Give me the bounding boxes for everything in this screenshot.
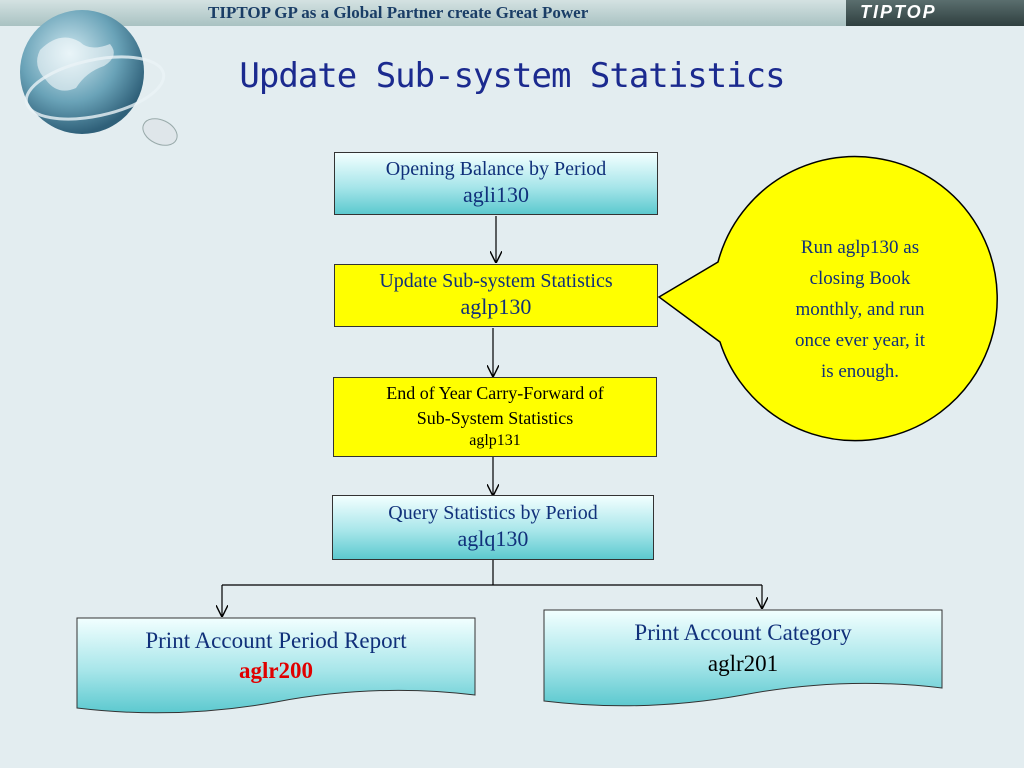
- node-label: Print Account Period Report: [145, 628, 407, 653]
- node-code: agli130: [463, 182, 529, 207]
- node-update-stats: Update Sub-system Statistics aglp130: [334, 264, 658, 327]
- brand-text: TIPTOP: [860, 2, 937, 22]
- callout-line: is enough.: [820, 361, 900, 382]
- node-label: Opening Balance by Period: [385, 158, 607, 180]
- node-print-period: Print Account Period Report aglr200: [77, 626, 475, 686]
- callout-balloon: [657, 155, 998, 442]
- node-label: Query Statistics by Period: [388, 502, 598, 524]
- header-tagline: TIPTOP GP as a Global Partner create Gre…: [208, 3, 589, 22]
- callout-text: Run aglp130 as closing Book monthly, and…: [760, 232, 960, 387]
- brand-logo: TIPTOP: [846, 0, 1024, 26]
- callout-line: monthly, and run: [795, 299, 925, 320]
- callout-line: once ever year, it: [794, 330, 926, 351]
- node-code: aglq130: [457, 526, 529, 551]
- node-code: aglr200: [238, 658, 314, 683]
- callout-line: closing Book: [809, 268, 911, 289]
- globe-logo-icon: [20, 10, 178, 146]
- page-title: Update Sub-system Statistics: [239, 56, 785, 96]
- node-print-category: Print Account Category aglr201: [544, 618, 942, 680]
- node-label-line2: Sub-System Statistics: [416, 408, 574, 428]
- node-code: aglp131: [469, 432, 521, 449]
- flag-shape-right: [543, 609, 943, 707]
- callout-line: Run aglp130 as: [800, 237, 920, 258]
- node-query-stats: Query Statistics by Period aglq130: [332, 495, 654, 560]
- node-opening-balance: Opening Balance by Period agli130: [334, 152, 658, 215]
- node-carry-forward: End of Year Carry-Forward of Sub-System …: [333, 377, 657, 457]
- node-code: aglp130: [460, 294, 532, 319]
- node-code: aglr201: [707, 651, 779, 676]
- node-label-line1: End of Year Carry-Forward of: [386, 383, 604, 403]
- node-label: Print Account Category: [634, 620, 852, 645]
- flag-shape-left: [76, 617, 476, 714]
- node-label: Update Sub-system Statistics: [379, 270, 613, 292]
